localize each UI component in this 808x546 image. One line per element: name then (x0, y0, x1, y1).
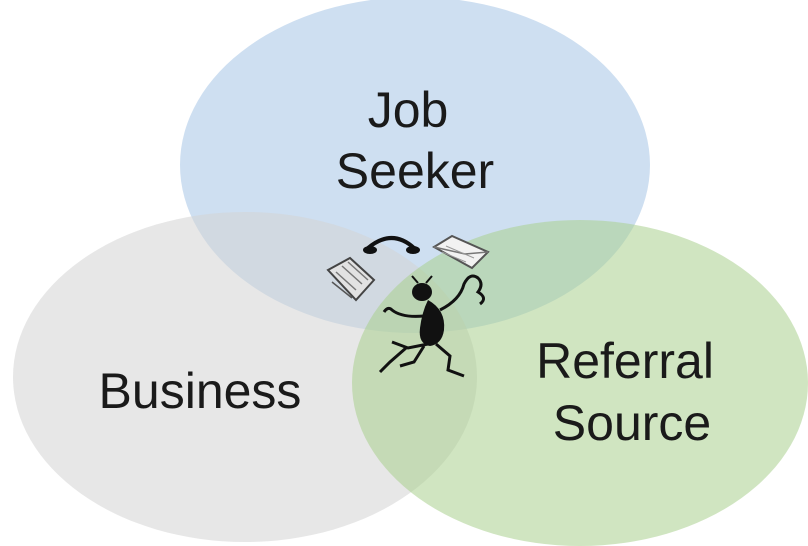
business-label: Business (99, 363, 302, 419)
referral-source-label-line-1: Referral (536, 333, 714, 389)
referral-source-label-line-2: Source (553, 395, 711, 451)
business-label-line-1: Business (99, 363, 302, 419)
referral-source-label: Referral Source (536, 333, 728, 451)
job-seeker-label: Job Seeker (336, 82, 494, 199)
stick-figure (378, 274, 485, 378)
telephone-icon (363, 236, 420, 254)
newspaper-icon (326, 256, 376, 302)
envelope-icon (432, 234, 490, 270)
job-seeker-label-line-1: Job (368, 82, 449, 138)
job-seeker-label-line-2: Seeker (336, 143, 494, 199)
referral-source-circle (352, 220, 808, 546)
juggling-figure-icon (326, 234, 490, 378)
